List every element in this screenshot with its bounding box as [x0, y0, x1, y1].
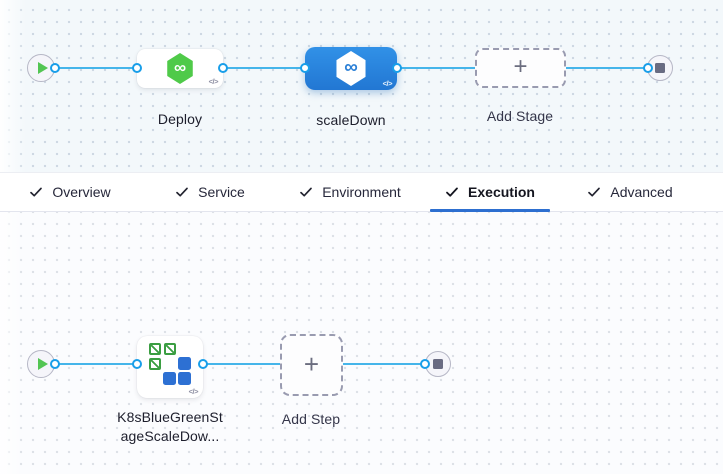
play-icon	[37, 358, 48, 370]
tab-overview[interactable]: Overview	[0, 173, 140, 211]
port-scaledown-out[interactable]	[392, 63, 402, 73]
port-step-in[interactable]	[132, 359, 142, 369]
tab-label: Overview	[52, 184, 111, 200]
stage-node-scaledown[interactable]: ∞ </>	[305, 47, 397, 90]
check-icon	[300, 187, 313, 197]
tab-environment[interactable]: Environment	[280, 173, 420, 211]
edge-start-step	[55, 363, 137, 365]
port-deploy-out[interactable]	[218, 63, 228, 73]
check-icon	[30, 187, 43, 197]
tab-service[interactable]: Service	[140, 173, 280, 211]
scaledown-stage-icon: ∞	[336, 51, 366, 86]
port-start-out[interactable]	[50, 359, 60, 369]
check-icon	[446, 187, 458, 197]
yaml-code-icon[interactable]: </>	[188, 387, 199, 396]
step-node-k8s-bg-scaledown[interactable]: </>	[137, 336, 203, 398]
yaml-code-icon[interactable]: </>	[208, 77, 219, 86]
check-icon	[588, 187, 601, 197]
add-step-label: Add Step	[281, 411, 341, 427]
tab-advanced[interactable]: Advanced	[560, 173, 700, 211]
step-label: K8sBlueGreenSt ageScaleDow...	[100, 408, 240, 446]
port-end-in[interactable]	[420, 359, 430, 369]
tab-label: Advanced	[610, 184, 673, 200]
port-deploy-in[interactable]	[132, 63, 142, 73]
tab-label: Execution	[468, 184, 535, 200]
port-start-out[interactable]	[50, 63, 60, 73]
execution-step-canvas: </> + K8sBlueGreenSt ageScaleDow... Add …	[0, 212, 723, 474]
edge-addstep-end	[343, 363, 425, 365]
stage-node-deploy[interactable]: ∞ </>	[137, 49, 223, 88]
tab-label: Environment	[322, 184, 401, 200]
stage-graph-canvas: ∞ </> ∞ </> + Deploy scaleDown Add Stage	[0, 0, 723, 172]
step-label-line2: ageScaleDow...	[120, 428, 220, 444]
stop-icon	[433, 359, 443, 369]
edge-start-deploy	[55, 67, 137, 69]
tab-label: Service	[198, 184, 245, 200]
k8s-bluegreen-icon	[148, 343, 192, 386]
stop-icon	[655, 63, 665, 73]
stage-label-deploy: Deploy	[157, 111, 203, 127]
tab-execution[interactable]: Execution	[420, 173, 560, 212]
yaml-code-icon[interactable]: </>	[382, 79, 393, 88]
edge-deploy-scaledown	[223, 67, 305, 69]
play-icon	[37, 62, 48, 74]
stage-config-tabs: Overview Service Environment Execution A…	[0, 172, 723, 212]
port-scaledown-in[interactable]	[300, 63, 310, 73]
stage-label-scaledown: scaleDown	[316, 112, 386, 128]
port-step-out[interactable]	[198, 359, 208, 369]
add-stage-button[interactable]: +	[475, 48, 566, 88]
add-step-button[interactable]: +	[280, 334, 343, 396]
add-stage-label: Add Stage	[486, 108, 554, 124]
check-icon	[176, 187, 189, 197]
step-label-line1: K8sBlueGreenSt	[117, 409, 223, 425]
port-end-in[interactable]	[643, 63, 653, 73]
deploy-stage-icon: ∞	[167, 53, 193, 84]
edge-scaledown-addstage	[397, 67, 475, 69]
edge-addstage-end	[566, 67, 648, 69]
edge-step-addstep	[203, 363, 280, 365]
